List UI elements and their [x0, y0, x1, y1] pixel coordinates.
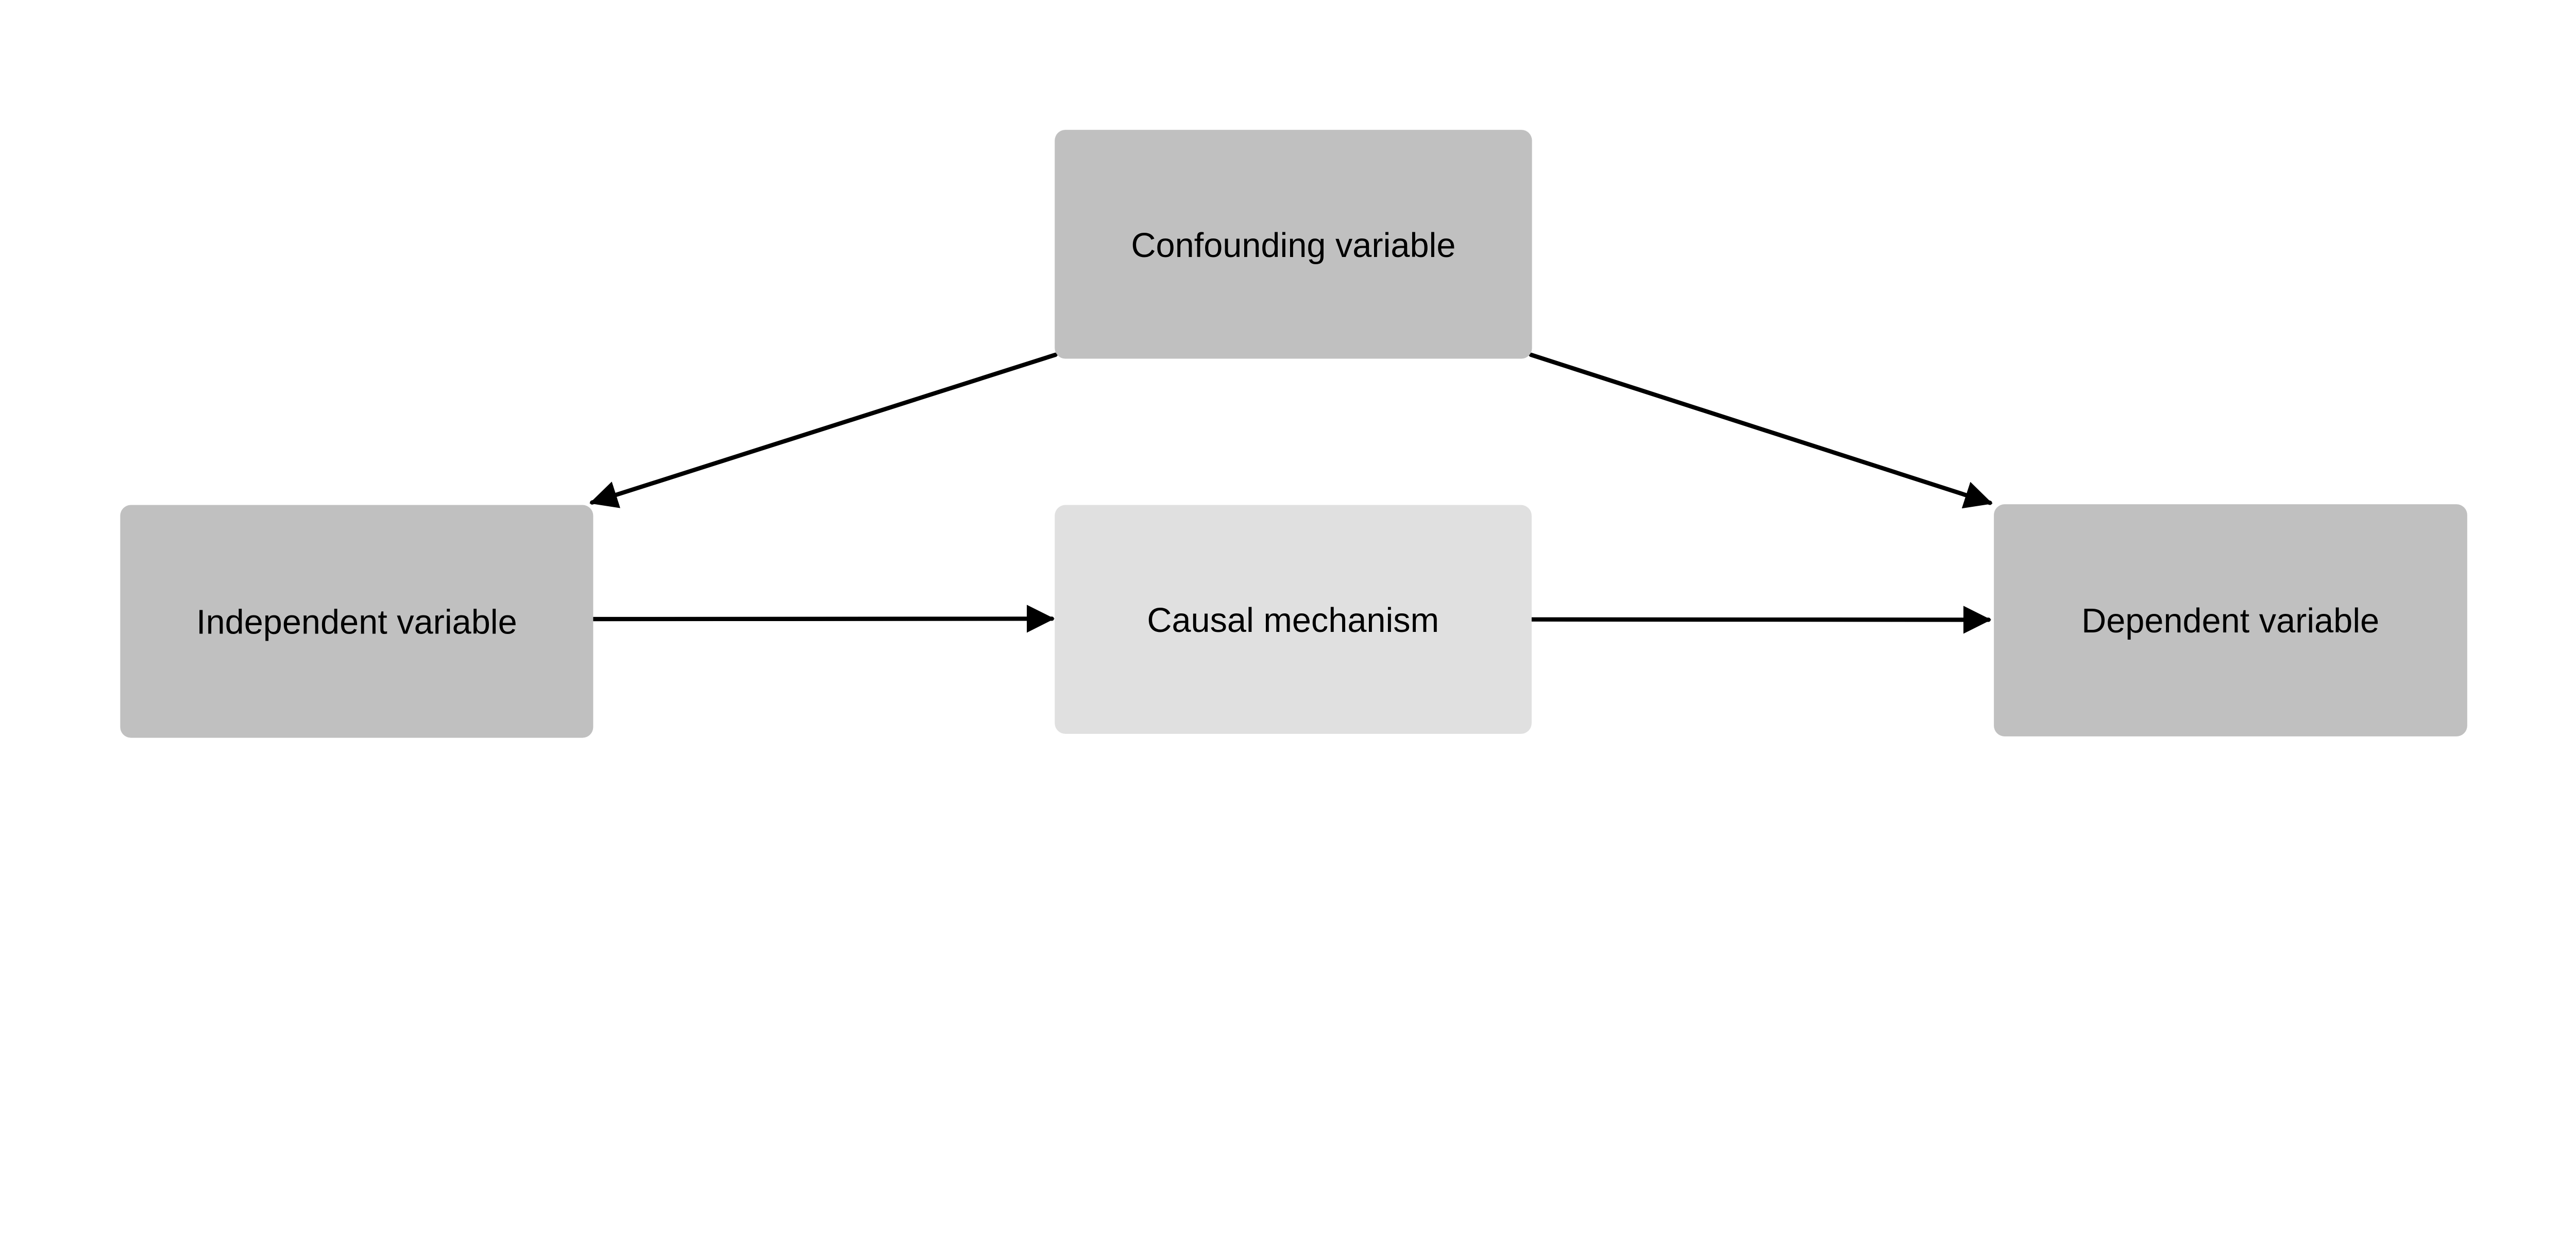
- node-independent-variable-label: Independent variable: [196, 603, 517, 641]
- node-causal-mechanism-label: Causal mechanism: [1147, 602, 1439, 640]
- node-confounding-variable: [1055, 130, 1532, 359]
- edge-confounding-to-dependent: [1529, 352, 1993, 509]
- node-independent-variable: [120, 505, 594, 738]
- causal-diagram-canvas: Confounding variable Independent variabl…: [120, 130, 2467, 738]
- node-dependent-variable: [1994, 504, 2467, 736]
- diagram-svg: Confounding variable Independent variabl…: [120, 130, 2467, 738]
- node-causal-mechanism: [1055, 505, 1532, 734]
- node-dependent-variable-label: Dependent variable: [2081, 602, 2379, 640]
- edge-confounding-to-independent: [589, 352, 1058, 508]
- node-confounding-variable-label: Confounding variable: [1131, 227, 1455, 265]
